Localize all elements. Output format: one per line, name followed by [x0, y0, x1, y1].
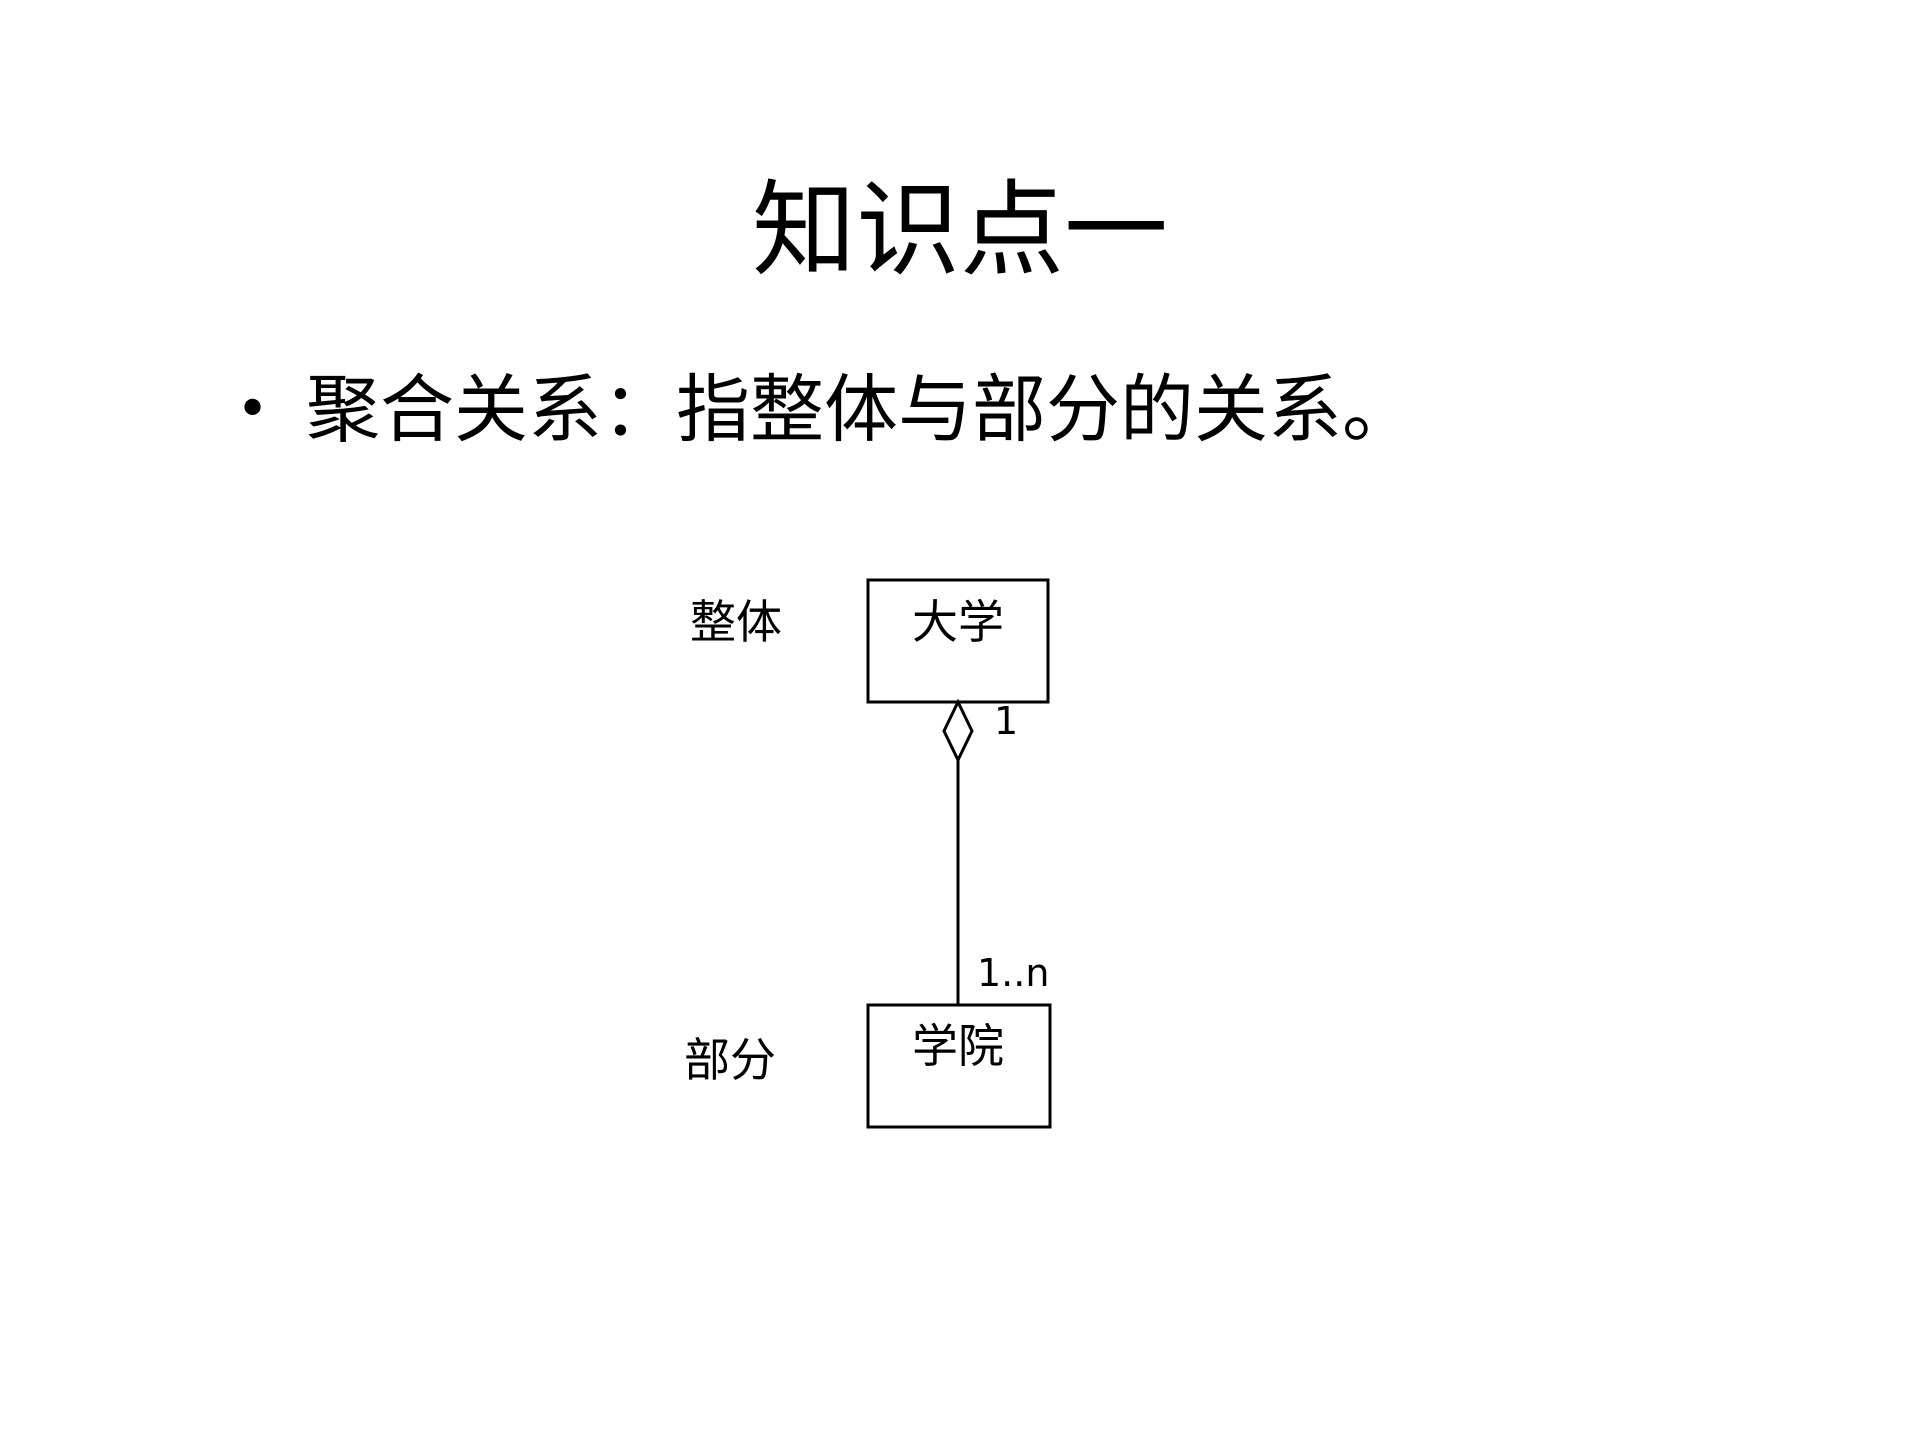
part-label: 部分	[684, 1033, 776, 1087]
slide-title: 知识点一	[751, 169, 1168, 291]
aggregation-diamond-icon	[942, 698, 974, 764]
class-box-part	[866, 1003, 1052, 1129]
class-name-whole: 大学	[912, 595, 1004, 649]
class-name-part: 学院	[912, 1019, 1004, 1073]
class-box-whole	[866, 578, 1050, 704]
multiplicity-part: 1..n	[977, 951, 1049, 995]
multiplicity-whole: 1	[994, 699, 1018, 743]
bullet-text: 聚合关系：指整体与部分的关系。	[306, 367, 1416, 453]
bullet-item: • 聚合关系：指整体与部分的关系。	[236, 360, 1416, 466]
whole-label: 整体	[690, 595, 782, 649]
bullet-dot-icon: •	[236, 376, 270, 442]
